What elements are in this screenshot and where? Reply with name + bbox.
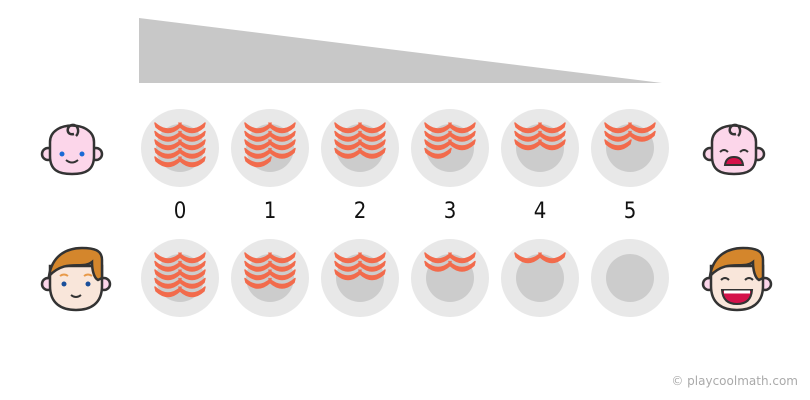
sausage xyxy=(358,130,386,142)
sausage xyxy=(178,139,206,151)
baby-crying-face-icon xyxy=(702,123,766,176)
plate-number: 1 xyxy=(263,199,277,224)
baby-plate xyxy=(141,109,219,187)
sausage xyxy=(268,122,296,134)
baby-plate xyxy=(321,109,399,187)
sausage xyxy=(538,139,566,151)
sausage xyxy=(358,147,386,159)
sausage xyxy=(178,130,206,142)
baby-plate xyxy=(591,109,669,187)
sausage xyxy=(178,277,206,289)
sausage xyxy=(268,139,296,151)
plate-center xyxy=(156,254,204,302)
baby-plate xyxy=(231,109,309,187)
decreasing-ramp xyxy=(139,18,662,83)
sausage xyxy=(424,147,452,159)
dad-plate xyxy=(141,239,219,317)
sausage xyxy=(358,139,386,151)
sausage xyxy=(268,252,296,264)
sausage xyxy=(538,252,566,264)
sausage xyxy=(448,130,476,142)
sausage xyxy=(538,130,566,142)
baby-plate xyxy=(411,109,489,187)
sausage xyxy=(178,156,206,168)
plate-center xyxy=(246,254,294,302)
plate-center xyxy=(606,254,654,302)
sausage xyxy=(628,122,656,134)
plate-number: 5 xyxy=(623,199,637,224)
sausage xyxy=(358,122,386,134)
plates xyxy=(141,109,669,317)
sausage xyxy=(538,122,566,134)
sausage xyxy=(268,269,296,281)
sausage xyxy=(358,269,386,281)
sausage xyxy=(448,260,476,272)
sausage xyxy=(178,286,206,298)
plate-number: 0 xyxy=(173,199,187,224)
dad-plate xyxy=(411,239,489,317)
credit-text: © playcoolmath.com xyxy=(671,374,798,388)
dad-plate xyxy=(231,239,309,317)
sausage xyxy=(178,260,206,272)
sausage xyxy=(358,260,386,272)
sausage xyxy=(178,269,206,281)
baby-happy-face-icon xyxy=(40,123,104,176)
dad-laughing-face-icon xyxy=(701,246,773,312)
sausage xyxy=(244,156,272,168)
sausage xyxy=(268,277,296,289)
sausage xyxy=(268,260,296,272)
plate-center xyxy=(156,124,204,172)
plate-number: 2 xyxy=(353,199,367,224)
dad-plate xyxy=(501,239,579,317)
sausage xyxy=(178,122,206,134)
plate-center xyxy=(336,254,384,302)
sausage xyxy=(448,252,476,264)
sausage xyxy=(448,122,476,134)
sausage xyxy=(178,252,206,264)
sausage xyxy=(178,147,206,159)
plate-center xyxy=(426,254,474,302)
plate-number: 3 xyxy=(443,199,457,224)
dad-smiling-face-icon xyxy=(40,246,112,312)
sausage xyxy=(448,139,476,151)
dad-plate xyxy=(321,239,399,317)
sausage xyxy=(628,130,656,142)
plate-center xyxy=(606,124,654,172)
dad-plate xyxy=(591,239,669,317)
sausage xyxy=(358,252,386,264)
plate-center xyxy=(426,124,474,172)
baby-plate xyxy=(501,109,579,187)
plate-center xyxy=(516,254,564,302)
plate-center xyxy=(246,124,294,172)
sausage xyxy=(604,139,632,151)
sausage xyxy=(268,130,296,142)
sausage xyxy=(268,147,296,159)
plate-number: 4 xyxy=(533,199,547,224)
plate-center xyxy=(516,124,564,172)
plate-center xyxy=(336,124,384,172)
